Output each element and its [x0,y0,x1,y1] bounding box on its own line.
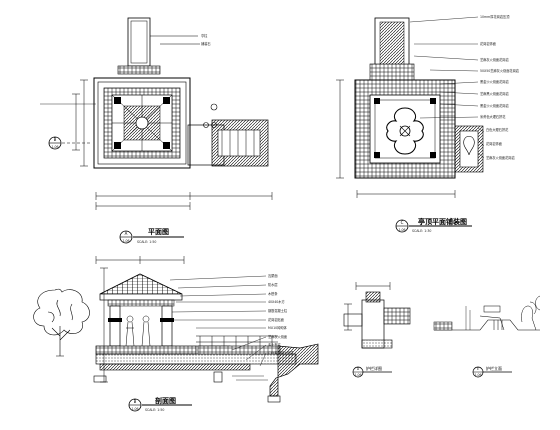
section-leader-label: 防水层 [268,282,278,287]
roof-leader-label: 黑金沙火烧面花岗岩 [480,79,509,84]
plan-scale: SCALE: 1:50 [137,240,156,244]
roof-leader-label: 10mm厚花岗岩压顶 [480,14,510,19]
detail2-title: 护栏立面 [486,365,502,371]
railing-detail-drawing: D 1.06 护栏详图 [343,282,411,378]
roof-leader-label: 芝麻灰火烧面花岗岩 [486,155,515,160]
section-marker-letter: B [134,399,137,404]
section-leader-label: 钢筋混凝土柱 [268,308,288,313]
section-leader-label: MU10砖砌体 [268,325,288,330]
roof-plan-drawing: 10mm厚花岗岩压顶 花岗岩饰面 芝麻灰火烧面花岗岩 50X50芝麻灰火烧面花岗… [336,14,520,233]
plan-leader-label: 亭柱 [201,33,208,38]
roof-leader-label: 白色大理石拼花 [486,127,509,132]
section-marker-sheet: 1.06 [131,407,138,411]
section-leader-label: 花岗岩贴面 [268,317,284,322]
section-cut-letter: B [54,137,57,142]
plan-marker-letter: A [125,231,128,236]
plan-leader-label: 铺装石 [201,41,211,46]
plan-marker-sheet: 1.06 [122,239,129,243]
section-leader-label: 木檩条 [268,291,278,296]
roof-marker-sheet: 1.06 [398,228,405,232]
roof-leader-label: 黑金沙火烧面花岗岩 [480,103,509,108]
section-leader-label: 40X40木方 [268,299,285,304]
roof-leader-label: 花岗岩饰面 [480,41,496,46]
roof-leader-label: 芝麻灰火烧面花岗岩 [480,57,509,62]
roof-leader-label: 50X50芝麻灰火烧面花岗岩 [480,68,520,73]
detail1-marker-sheet: 1.06 [354,373,361,377]
detail2-marker-letter: E [477,367,479,371]
section-drawing: 瓦屋面 防水层 木檩条 40X40木方 钢筋混凝土柱 花岗岩贴面 MU10砖砌体… [33,256,319,412]
plan-title: 平面图 [148,227,169,236]
detail1-title: 护栏详图 [366,365,382,371]
railing-elevation-drawing: E 1.06 护栏立面 [433,295,541,378]
plan-drawing: 亭柱 铺装石 B 1.06 A 1.06 平面图 SCALE: 1:50 [40,17,273,244]
roof-leader-label: 花岗岩饰面 [486,141,502,146]
roof-leader-label: 米黄色大理石拼花 [480,114,506,119]
roof-leader-label: 芝麻黑火烧面花岗岩 [480,91,509,96]
section-leader-label: 瓦屋面 [268,273,278,278]
section-scale: SCALE: 1:50 [145,408,164,412]
section-leader-label: 素土夯实 [268,342,281,347]
detail1-marker-letter: D [357,367,360,371]
section-leader-label: C15素混凝土垫层 [268,350,293,355]
detail2-marker-sheet: 1.06 [474,373,481,377]
section-leader-label: 芝麻灰火烧面 [268,334,287,339]
roof-marker-letter: C [401,220,404,225]
roof-plan-scale: SCALE: 1:30 [412,229,431,233]
section-cut-sheet: 1.06 [51,145,58,149]
section-title: 剖面图 [155,396,176,405]
roof-plan-title: 亭顶平面铺装图 [418,217,467,226]
